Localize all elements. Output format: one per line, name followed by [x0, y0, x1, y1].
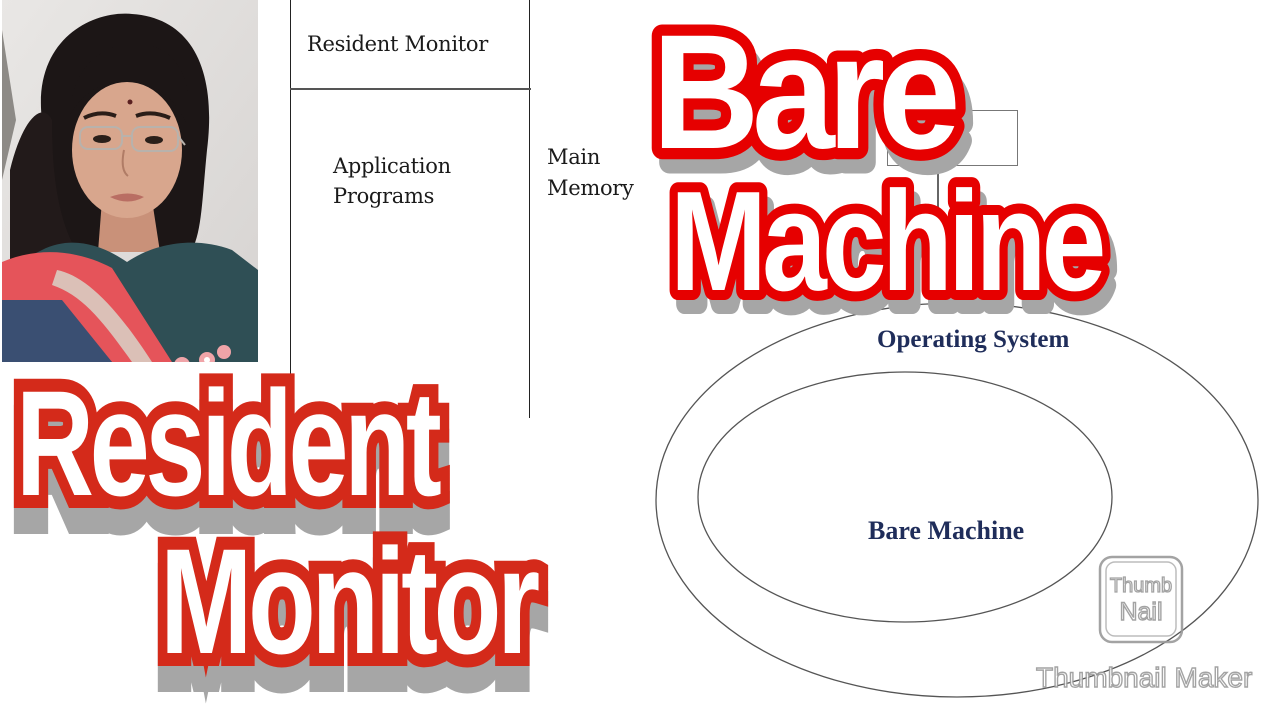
application-label-line2: Programs [333, 184, 435, 208]
svg-text:Nail: Nail [1119, 598, 1162, 626]
svg-text:Machine: Machine [670, 161, 1103, 321]
operating-system-ellipse [655, 302, 1259, 698]
application-label-line1: Application [333, 154, 451, 178]
main-memory-line2: Memory [547, 176, 634, 200]
svg-text:Resident: Resident [16, 360, 441, 528]
flower-embroidery-icon [174, 345, 231, 362]
thumbnail-maker-watermark: Thumb Nail Thumbnail Maker [1035, 555, 1253, 694]
presenter-photo [2, 0, 258, 362]
svg-text:Thumb: Thumb [1110, 575, 1172, 597]
svg-text:Machine: Machine [677, 175, 1110, 335]
connector-box [887, 110, 1018, 166]
svg-text:Bare: Bare [652, 2, 956, 184]
operating-system-label: Operating System [877, 326, 1070, 353]
svg-text:Bare: Bare [652, 2, 956, 184]
svg-text:Monitor: Monitor [160, 544, 539, 711]
arrow-up-icon [932, 160, 944, 169]
title-monitor: Monitor Monitor Monitor [149, 507, 555, 720]
resident-monitor-section-label: Resident Monitor [307, 32, 488, 56]
memory-section-divider [290, 88, 531, 90]
memory-layout-box [290, 0, 530, 418]
application-programs-section-label: Application Programs [333, 151, 451, 211]
svg-text:Machine: Machine [670, 161, 1103, 321]
presenter-portrait-icon [2, 0, 258, 362]
title-resident: Resident Resident Resident [5, 349, 456, 565]
title-bare: Bare Bare Bare [641, 0, 981, 209]
os-layer-diagram [655, 302, 1259, 698]
svg-text:Resident: Resident [16, 360, 441, 528]
thumbnail-badge-icon [1098, 555, 1184, 644]
svg-text:Thumbnail Maker: Thumbnail Maker [1036, 662, 1252, 693]
svg-text:Bare: Bare [659, 16, 963, 198]
connector-line [937, 164, 939, 208]
svg-text:Resident: Resident [16, 386, 441, 554]
bare-machine-label: Bare Machine [868, 516, 1025, 545]
svg-text:Monitor: Monitor [160, 518, 539, 685]
main-memory-line1: Main [547, 145, 601, 169]
title-machine: Machine Machine Machine [661, 152, 1123, 344]
svg-text:Monitor: Monitor [160, 518, 539, 685]
bare-machine-ellipse [697, 371, 1113, 623]
main-memory-label: Main Memory [547, 142, 634, 204]
